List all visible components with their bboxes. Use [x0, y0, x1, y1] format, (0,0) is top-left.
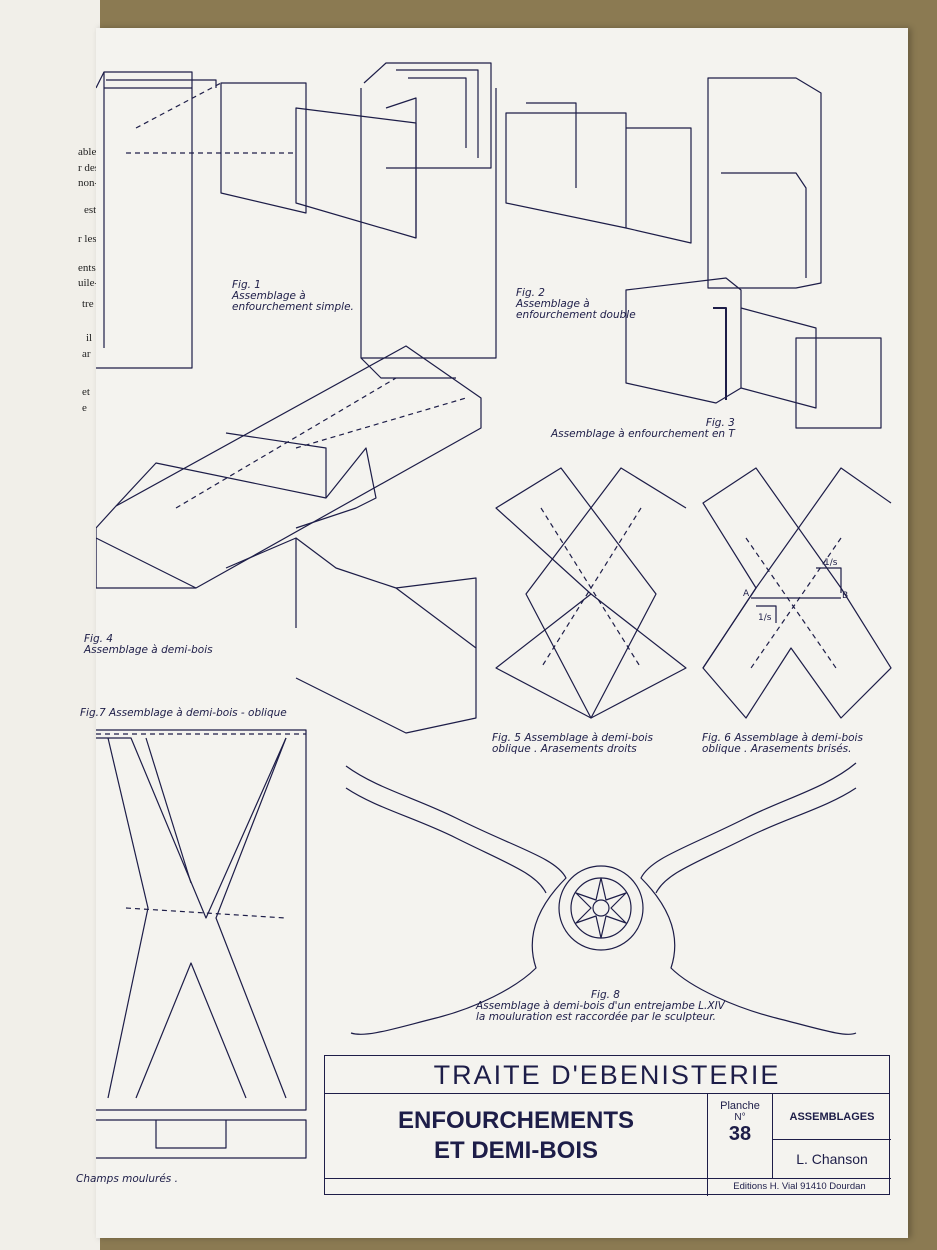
- text-fragment: tre: [82, 298, 94, 310]
- text-fragment: il: [86, 332, 93, 344]
- author-name: L. Chanson: [796, 1151, 868, 1167]
- text-fragment: ar: [82, 348, 91, 360]
- plate-page: Fig. 1 Assemblage à enfourchement simple…: [76, 28, 908, 1238]
- text-fragment: et: [82, 386, 90, 398]
- fig6-point-a: A: [743, 589, 750, 599]
- text-fragment: est: [84, 204, 97, 216]
- fig4-drawing: [96, 345, 482, 734]
- fig2-drawing: [360, 62, 692, 379]
- fig6-fraction: 1/s: [758, 613, 772, 623]
- title-block-footer: [325, 1178, 707, 1196]
- technical-drawing: [96, 62, 892, 1159]
- plate-title: ENFOURCHEMENTS ET DEMI-BOIS: [325, 1094, 707, 1178]
- fig6-text: Fig. 6 Assemblage à demi-bois: [702, 732, 863, 744]
- fig3-caption: Fig. 3 Assemblage à enfourchement en T: [551, 418, 735, 440]
- planche-box: Planche N° 38: [707, 1094, 773, 1178]
- fig4-label: Fig. 4: [84, 633, 113, 645]
- fig1-text: enfourchement simple.: [232, 301, 354, 313]
- fig6-text: oblique . Arasements brisés.: [702, 743, 852, 755]
- fig1-drawing: [96, 71, 417, 369]
- text-fragment: non-: [78, 177, 99, 189]
- fig1-label: Fig. 1: [232, 279, 261, 291]
- text-fragment: r des: [78, 162, 100, 174]
- title-block: TRAITE D'EBENISTERIE ENFOURCHEMENTS ET D…: [324, 1055, 891, 1196]
- fig2-caption: Fig. 2 Assemblage à enfourchement double: [516, 288, 636, 321]
- text-fragment: ents: [78, 262, 96, 274]
- plate-number: 38: [728, 1123, 752, 1145]
- fig8-caption: Fig. 8 Assemblage à demi-bois d'un entre…: [476, 990, 725, 1023]
- fig4-text: Assemblage à demi-bois: [84, 644, 213, 656]
- fig5-caption: Fig. 5 Assemblage à demi-bois oblique . …: [492, 733, 653, 755]
- fig1-text: Assemblage à: [232, 290, 306, 302]
- fig6-point-b: B: [842, 591, 849, 601]
- category-label: ASSEMBLAGES: [773, 1094, 891, 1140]
- fig6-caption: Fig. 6 Assemblage à demi-bois oblique . …: [702, 733, 863, 755]
- fig5-text: oblique . Arasements droits: [492, 743, 637, 755]
- fig2-text: Assemblage à: [516, 298, 590, 310]
- fig5-drawing: [495, 467, 687, 719]
- fig6-drawing: [702, 467, 892, 719]
- series-title: TRAITE D'EBENISTERIE: [325, 1056, 889, 1094]
- fig4-caption: Fig. 4 Assemblage à demi-bois: [84, 634, 213, 656]
- fig8-drawing: [345, 762, 857, 1035]
- fig2-label: Fig. 2: [516, 287, 545, 299]
- fig1-caption: Fig. 1 Assemblage à enfourchement simple…: [232, 280, 354, 313]
- fig5-text: Fig. 5 Assemblage à demi-bois: [492, 732, 653, 744]
- plate-title-line: ET DEMI-BOIS: [433, 1137, 598, 1164]
- text-fragment: e: [82, 402, 87, 414]
- fig7-caption: Fig.7 Assemblage à demi-bois - oblique: [80, 707, 287, 719]
- text-fragment: r les: [78, 233, 97, 245]
- fig7-drawing: [96, 729, 307, 1159]
- fig6-fraction: 1/s: [824, 558, 838, 568]
- fig8-label: Fig. 8: [591, 989, 620, 1001]
- publisher-line: Editions H. Vial 91410 Dourdan: [707, 1178, 891, 1196]
- fig2-text: enfourchement double: [516, 309, 636, 321]
- fig3-text: Assemblage à enfourchement en T: [551, 428, 735, 440]
- number-label: N°: [734, 1112, 746, 1123]
- fig8-text: Assemblage à demi-bois d'un entrejambe L…: [476, 1000, 725, 1012]
- text-fragment: uile-: [78, 277, 99, 289]
- left-page: ables. r des non- est r les ents uile- t…: [0, 0, 103, 1250]
- champs-caption: Champs moulurés .: [76, 1173, 178, 1185]
- plate-title-line: ENFOURCHEMENTS: [397, 1107, 634, 1134]
- fig3-label: Fig. 3: [705, 417, 735, 429]
- fig8-text: la mouluration est raccordée par le scul…: [476, 1011, 716, 1023]
- planche-label: Planche: [720, 1100, 760, 1112]
- fig3-drawing: [625, 77, 882, 429]
